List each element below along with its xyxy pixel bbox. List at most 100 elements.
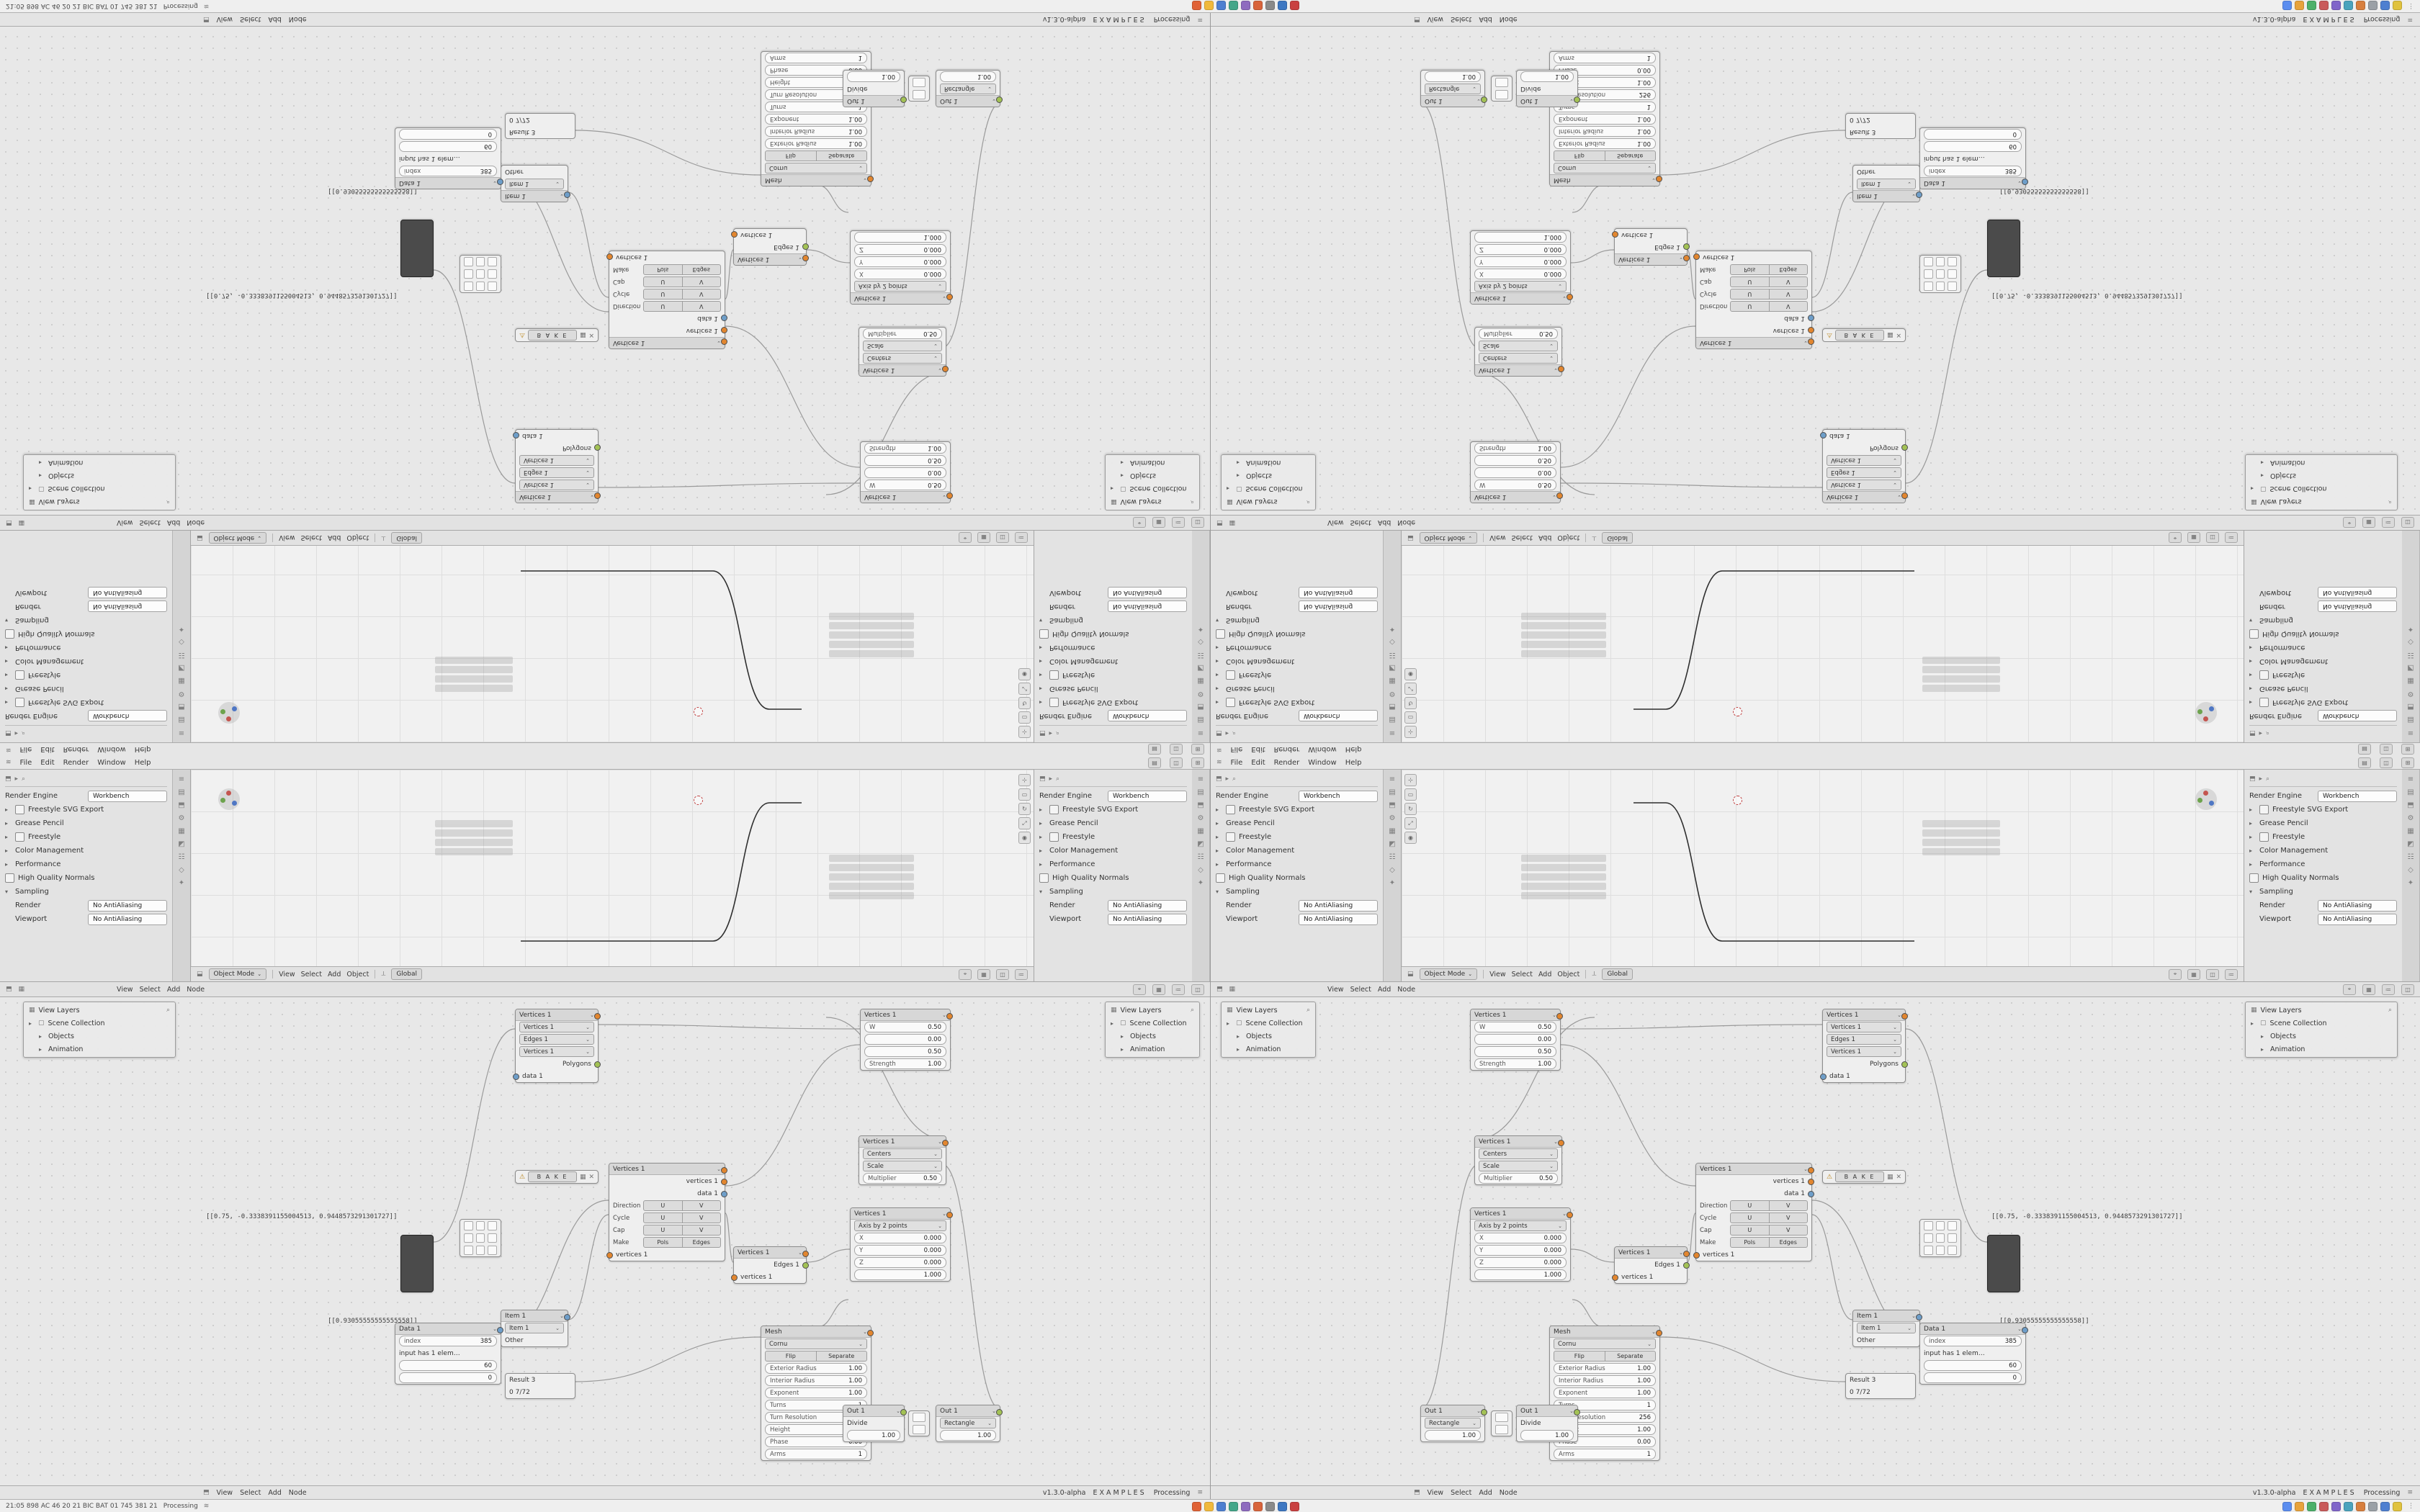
viewport-header-icon[interactable]: ⌖ (959, 533, 972, 544)
node-axis-2-points[interactable]: Vertices 1⌄Axis by 2 points⌄X0.000Y0.000… (1470, 230, 1571, 305)
expand-caret-icon[interactable]: ▸ (1111, 1020, 1116, 1027)
topbar-widget-icon[interactable]: ▤ (2358, 744, 2371, 755)
viewport-header-icon[interactable]: ▦ (2187, 533, 2200, 544)
tray-app-icon[interactable] (2319, 1502, 2329, 1511)
topbar-widget-icon[interactable]: ◫ (1170, 744, 1183, 755)
node-title-bar[interactable]: Vertices 1⌄ (1471, 491, 1560, 503)
mini-field[interactable] (1948, 1221, 1957, 1230)
checkbox[interactable] (15, 805, 24, 814)
node-menu-select[interactable]: Select (140, 986, 161, 994)
node-menu-node[interactable]: Node (187, 986, 205, 994)
number-field[interactable]: Exterior Radius1.00 (1554, 138, 1656, 149)
mini-field[interactable] (488, 1221, 497, 1230)
properties-tab-icon[interactable]: ✦ (1198, 625, 1204, 633)
section-caret-icon[interactable]: ▸ (1216, 672, 1222, 678)
outliner-row[interactable]: ▸Objects (24, 469, 175, 482)
properties-tab-icon[interactable]: ▦ (178, 677, 184, 685)
outliner-row[interactable]: ▸Animation (2246, 1043, 2397, 1056)
status-menu-select[interactable]: Select (1451, 16, 1471, 24)
number-field[interactable]: 0.00 (864, 1034, 946, 1045)
expand-caret-icon[interactable]: ▸ (39, 460, 45, 467)
node-edges-out[interactable]: Vertices 1⌄Edges 1vertices 1 (1614, 1246, 1688, 1284)
property-value-dropdown[interactable]: No AntiAliasing (1299, 900, 1378, 912)
tray-app-icon[interactable] (2368, 1502, 2378, 1511)
output-socket[interactable] (1574, 1409, 1580, 1416)
status-menu-add[interactable]: Add (268, 16, 281, 24)
tray-app-icon[interactable] (2393, 1502, 2402, 1511)
app-icon[interactable] (1278, 1, 1287, 11)
output-socket[interactable] (1558, 1140, 1564, 1146)
node-menu-view[interactable]: View (117, 986, 133, 994)
node-editor-canvas[interactable]: [[0.75, -0.3338391155004513, 0.944857329… (1211, 997, 2420, 1485)
node-header-icon[interactable]: ▦ (2362, 518, 2375, 528)
dropdown[interactable]: Centers⌄ (863, 353, 942, 364)
output-socket[interactable] (867, 1330, 874, 1336)
menu-render[interactable]: Render (1274, 746, 1300, 754)
property-value-dropdown[interactable]: Workbench (88, 791, 167, 802)
toggle-button[interactable]: Edges (1769, 1237, 1809, 1248)
viewport-tool-icon[interactable]: ⊹ (1404, 726, 1417, 738)
number-field[interactable]: Z0.000 (1474, 1257, 1567, 1268)
viewport-header-icon[interactable]: ≔ (2225, 533, 2238, 544)
properties-tab-icon[interactable]: ⬒ (1389, 703, 1395, 711)
section-caret-icon[interactable]: ▸ (1039, 861, 1046, 868)
section-caret-icon[interactable]: ▾ (1216, 888, 1222, 895)
dropdown[interactable]: Vertices 1⌄ (519, 480, 594, 490)
topbar-widget-icon[interactable]: ⊞ (1191, 744, 1204, 755)
number-field[interactable]: 1.00 (1520, 1430, 1574, 1441)
output-socket[interactable] (900, 96, 907, 103)
outliner-row[interactable]: ▸▢Scene Collection (24, 482, 175, 495)
node-title-bar[interactable]: Out 1⌄ (1421, 1405, 1484, 1417)
mini-field[interactable] (1948, 1246, 1957, 1255)
outliner-row[interactable]: ▸▢Scene Collection (1222, 482, 1315, 495)
section-caret-icon[interactable]: ▸ (5, 820, 12, 827)
checkbox[interactable] (1049, 805, 1059, 814)
menu-help[interactable]: Help (135, 759, 151, 767)
tray-app-icon[interactable] (2380, 1, 2390, 11)
node-data-index[interactable]: Data 1⌄index385input has 1 elem…600 (395, 127, 501, 189)
output-socket[interactable] (1901, 444, 1908, 451)
viewport-tool-icon[interactable]: ⤢ (1404, 683, 1417, 695)
output-socket[interactable] (721, 1179, 727, 1185)
dropdown[interactable]: Vertices 1⌄ (1827, 1022, 1901, 1032)
section-caret-icon[interactable]: ▾ (1039, 617, 1046, 624)
mini-field[interactable] (1924, 257, 1933, 266)
dropdown[interactable]: Cornu⌄ (765, 1338, 867, 1349)
checkbox[interactable] (1039, 873, 1049, 883)
viewport-header-icon[interactable]: ◫ (2206, 533, 2219, 544)
node-menu-select[interactable]: Select (1350, 519, 1371, 527)
number-field[interactable]: Exponent1.00 (765, 114, 867, 125)
node-title-bar[interactable]: Vertices 1⌄ (861, 491, 950, 503)
section-caret-icon[interactable]: ▾ (2249, 617, 2256, 624)
expand-caret-icon[interactable]: ▸ (1227, 1020, 1232, 1027)
property-value-dropdown[interactable]: No AntiAliasing (1299, 588, 1378, 599)
number-field[interactable]: Strength1.00 (864, 1058, 946, 1069)
node-title-bar[interactable]: Mesh⌄ (761, 174, 871, 186)
dropdown[interactable]: Rectangle⌄ (940, 84, 996, 94)
output-socket[interactable] (1656, 176, 1662, 182)
output-socket[interactable] (594, 492, 601, 499)
node-vertices-centers[interactable]: Vertices 1⌄Centers⌄Scale⌄Multiplier0.50 (859, 327, 946, 377)
node-axis-2-points[interactable]: Vertices 1⌄Axis by 2 points⌄X0.000Y0.000… (1470, 1207, 1571, 1282)
output-socket[interactable] (1901, 1013, 1908, 1020)
navigation-gizmo-icon[interactable] (2195, 702, 2217, 724)
node-editor-canvas[interactable]: [[0.75, -0.3338391155004513, 0.944857329… (0, 27, 1210, 515)
properties-tab-icon[interactable]: ◩ (1197, 840, 1204, 848)
number-field[interactable]: X0.000 (854, 1233, 946, 1243)
app-icon[interactable] (1278, 1502, 1287, 1511)
mini-field[interactable] (1936, 1233, 1945, 1243)
section-caret-icon[interactable]: ▸ (1216, 820, 1222, 827)
properties-tab-icon[interactable]: ◇ (2408, 866, 2414, 874)
section-caret-icon[interactable]: ▸ (1216, 644, 1222, 651)
mini-field[interactable] (1936, 269, 1945, 279)
tray-app-icon[interactable] (2307, 1, 2316, 11)
node-vertices-centers[interactable]: Vertices 1⌄Centers⌄Scale⌄Multiplier0.50 (859, 1135, 946, 1185)
input-socket[interactable] (606, 1252, 613, 1259)
bake-button[interactable]: B A K E (1835, 330, 1884, 341)
outliner-row[interactable]: ▸Objects (1106, 1030, 1199, 1043)
output-socket[interactable] (721, 315, 727, 321)
object-mode-dropdown[interactable]: Object Mode⌄ (209, 968, 267, 980)
input-socket[interactable] (731, 231, 738, 238)
node-data-index[interactable]: Data 1⌄index385input has 1 elem…600 (1919, 1323, 2026, 1385)
node-title-bar[interactable]: Data 1⌄ (1920, 177, 2025, 189)
